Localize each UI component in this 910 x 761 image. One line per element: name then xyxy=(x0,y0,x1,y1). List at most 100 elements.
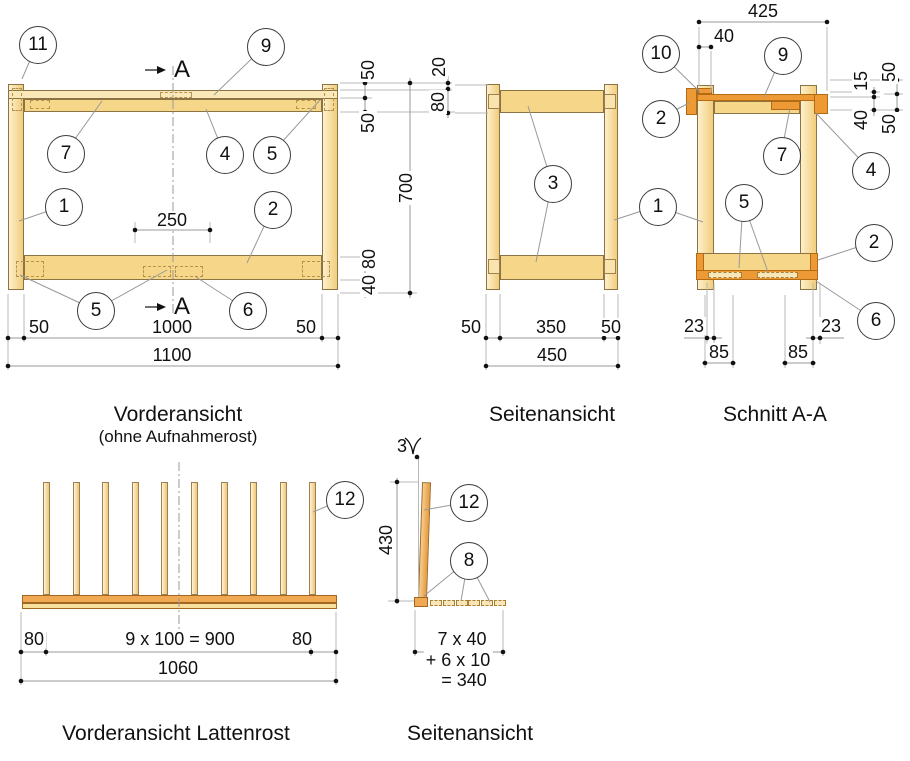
callout-part-1: 1 xyxy=(639,188,677,226)
dim-label: 20 xyxy=(429,54,449,80)
callout-part-9: 9 xyxy=(247,28,285,66)
side-left-leg xyxy=(486,84,500,290)
slat-cross-section xyxy=(494,600,506,606)
dim-label: 40 xyxy=(711,26,737,46)
slat-post xyxy=(161,482,168,595)
tilt-angle-label: 3 xyxy=(396,436,408,456)
dim-label: 1000 xyxy=(149,317,195,337)
side-rail-tenon xyxy=(604,94,616,109)
slat-post xyxy=(132,482,139,595)
side-right-leg xyxy=(604,84,618,290)
slat-cross-section xyxy=(430,600,442,606)
dim-label: 80 xyxy=(21,629,47,649)
callout-part-7: 7 xyxy=(47,135,85,173)
callout-part-5: 5 xyxy=(253,136,291,174)
dim-label: 700 xyxy=(396,170,416,206)
hidden-joint xyxy=(160,92,192,98)
callout-part-11: 11 xyxy=(19,26,57,64)
hidden-joint xyxy=(175,266,203,277)
section-right-leg xyxy=(800,85,817,290)
side-rail-tenon xyxy=(604,259,616,274)
dim-label: 50 xyxy=(26,317,52,337)
dim-label: 85 xyxy=(785,342,811,362)
hidden-joint xyxy=(16,261,44,277)
callout-part-2: 2 xyxy=(642,100,680,138)
slat-post xyxy=(309,482,316,595)
slat-post xyxy=(43,482,50,595)
dim-label: 50 xyxy=(293,317,319,337)
callout-part-1: 1 xyxy=(45,188,83,226)
side-rail-tenon xyxy=(488,259,500,274)
side-top-rail xyxy=(500,90,604,113)
callout-part-12: 12 xyxy=(326,481,364,519)
slat-cross-section xyxy=(456,600,468,606)
slat-post xyxy=(102,482,109,595)
front-view-title: Vorderansicht xyxy=(113,403,243,426)
slat-side-view-title: Seitenansicht xyxy=(406,722,534,745)
dim-label: 50 xyxy=(879,59,899,85)
slat-post xyxy=(280,482,287,595)
front-left-leg xyxy=(8,84,24,290)
slat-side-base-block xyxy=(414,597,428,607)
dim-label: = 340 xyxy=(439,670,489,690)
callout-part-3: 3 xyxy=(534,165,572,203)
callout-part-8: 8 xyxy=(450,542,488,580)
callout-part-4: 4 xyxy=(852,152,890,190)
side-bottom-rail xyxy=(500,255,604,280)
dim-label: 85 xyxy=(706,342,732,362)
slat-cross-section xyxy=(443,600,455,606)
callout-part-5: 5 xyxy=(77,292,115,330)
angle-3deg-symbol xyxy=(404,437,422,455)
slat-post xyxy=(250,482,257,595)
section-dowel-block xyxy=(708,272,742,278)
dim-label: 40 xyxy=(851,107,871,133)
side-rail-tenon xyxy=(488,94,500,109)
callout-part-2: 2 xyxy=(855,224,893,262)
dim-label: 50 xyxy=(458,317,484,337)
dim-label: 9 x 100 = 900 xyxy=(123,629,237,649)
dim-label: 1100 xyxy=(150,345,194,365)
section-dowel-block xyxy=(757,272,798,278)
hidden-joint xyxy=(324,88,334,111)
front-right-leg xyxy=(322,84,338,290)
slat-cross-section xyxy=(481,600,493,606)
dim-label: 7 x 40 xyxy=(435,629,489,649)
callout-part-7: 7 xyxy=(763,137,801,175)
dim-label: 250 xyxy=(154,210,190,230)
dim-label: 23 xyxy=(681,316,707,336)
dim-label: 15 xyxy=(851,68,871,94)
dim-label: 50 xyxy=(358,57,378,83)
section-marker-a-bottom: A xyxy=(174,293,191,320)
slat-post xyxy=(73,482,80,595)
section-view-title: Schnitt A-A xyxy=(723,403,827,426)
side-view-title: Seitenansicht xyxy=(488,403,616,426)
hidden-joint xyxy=(302,261,330,277)
hidden-joint xyxy=(143,266,171,277)
dim-label: 350 xyxy=(533,317,569,337)
slat-cross-section xyxy=(468,600,480,606)
callout-part-6: 6 xyxy=(857,302,895,340)
dim-label: 450 xyxy=(534,345,570,365)
callout-part-12: 12 xyxy=(450,484,488,522)
section-left-leg xyxy=(697,85,714,290)
hidden-joint xyxy=(30,100,50,109)
section-cut-rail-left xyxy=(686,88,697,115)
dim-label: 80 xyxy=(359,246,379,272)
callout-part-9: 9 xyxy=(764,37,802,75)
dim-label: 80 xyxy=(428,89,448,115)
hidden-joint xyxy=(12,88,22,111)
slat-post xyxy=(221,482,228,595)
section-cut-rail-right xyxy=(814,94,828,114)
callout-part-6: 6 xyxy=(229,292,267,330)
dim-label: 50 xyxy=(358,110,378,136)
callout-part-10: 10 xyxy=(642,35,680,73)
slat-post xyxy=(191,482,198,595)
dim-label: 50 xyxy=(879,111,899,137)
dim-label: 425 xyxy=(745,1,781,21)
front-view-subtitle: (ohne Aufnahmerost) xyxy=(98,427,258,446)
dim-label: + 6 x 10 xyxy=(423,650,493,670)
dim-label: 23 xyxy=(818,316,844,336)
dim-label: 1060 xyxy=(155,658,201,678)
callout-part-2: 2 xyxy=(254,191,292,229)
